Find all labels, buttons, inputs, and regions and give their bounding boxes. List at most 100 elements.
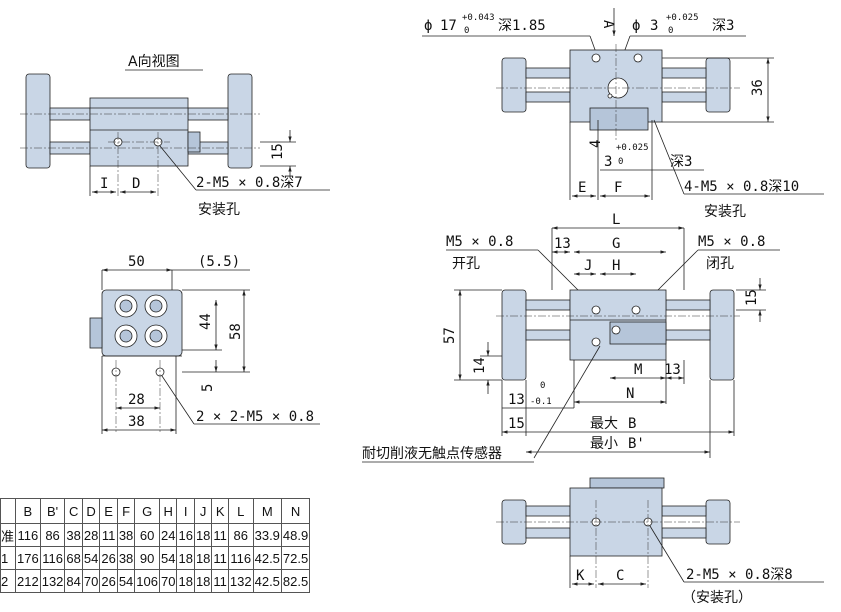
dim-e: E (578, 180, 586, 196)
table-cell: 176 (15, 546, 41, 570)
dim-j: J (584, 258, 592, 274)
dim-44: 44 (198, 313, 214, 330)
table-cell: 18 (176, 546, 195, 570)
table-cell: 11 (99, 523, 118, 547)
table-cell: 68 (64, 546, 83, 570)
dim-15: 15 (270, 143, 286, 160)
table-header: G (134, 498, 160, 524)
top-mount-note-label: 安装孔 (704, 204, 746, 220)
dim-l: L (612, 212, 620, 228)
table-header: B (15, 498, 41, 524)
dim-g: G (612, 236, 620, 252)
dim-13c-tol-minus: -0.1 (530, 397, 552, 407)
table-cell: 48.9 (280, 523, 311, 547)
close-port-spec: M5 × 0.8 (698, 234, 765, 250)
front-view: L 13 G M5 × 0.8 开孔 M5 × 0.8 闭孔 J H (362, 212, 780, 463)
dim-phi3: 3 (650, 18, 658, 34)
table-cell: 84 (64, 569, 83, 593)
dim-5-5: (5.5) (198, 254, 240, 270)
table-cell: 18 (193, 569, 213, 593)
min-label: 最小 (590, 436, 618, 452)
table-cell: 18 (193, 546, 213, 570)
phi-symbol: ϕ (424, 18, 432, 34)
right-jaw (227, 73, 253, 169)
table-cell: 116 (39, 546, 66, 570)
open-port-spec: M5 × 0.8 (446, 234, 513, 250)
end-view: 50 (5.5) 44 58 5 28 38 2 × 2-M5 × 0.8 (89, 254, 320, 434)
front-view-sensor (609, 321, 667, 345)
table-header: K (211, 498, 229, 524)
phi17-tol-plus: +0.043 (462, 13, 495, 23)
table-cell: 70 (81, 569, 101, 593)
dim-5: 5 (200, 384, 216, 392)
mount-note: 2-M5 × 0.8深7 (196, 175, 303, 191)
table-header: J (193, 498, 213, 524)
bottom-mount-note-label: （安装孔） (682, 590, 752, 606)
phi3-symbol: ϕ (632, 18, 640, 34)
table-cell: 16 (176, 523, 195, 547)
table-cell: 33.9 (252, 523, 282, 547)
view-a-body (89, 97, 189, 167)
table-row: 2 212 132 84 70 26 54 106 70 18 18 11 13… (0, 569, 311, 593)
table-header: D (81, 498, 101, 524)
dim-36: 36 (750, 79, 766, 96)
table-cell: 54 (116, 569, 136, 593)
table-cell: 11 (211, 546, 229, 570)
dim-13c: 13 (508, 392, 525, 408)
dim-58: 58 (228, 323, 244, 340)
table-cell: 86 (39, 523, 66, 547)
mount-note-label: 安装孔 (198, 202, 240, 218)
table-header: C (64, 498, 83, 524)
phi17-tol-zero: 0 (464, 26, 469, 36)
table-cell: 38 (64, 523, 83, 547)
table-cell: 116 (227, 546, 254, 570)
table-header: M (252, 498, 282, 524)
dim-57: 57 (442, 327, 458, 344)
table-cell: 72.5 (280, 546, 311, 570)
dim-c: C (616, 568, 624, 584)
dim-m: M (634, 362, 642, 378)
close-port-label: 闭孔 (706, 256, 734, 272)
max-b: B (628, 416, 636, 432)
dim3-tol-zero: 0 (618, 157, 623, 167)
table-row: 1 176 116 68 54 26 38 90 54 18 18 11 116… (0, 546, 311, 570)
bottom-mount-note: 2-M5 × 0.8深8 (686, 567, 793, 583)
depth-185: 深1.85 (498, 18, 546, 34)
dim-14: 14 (472, 357, 488, 374)
dim-28: 28 (128, 392, 145, 408)
phi3-tol-zero: 0 (668, 26, 673, 36)
table-cell: 82.5 (280, 569, 311, 593)
table-cell: 212 (15, 569, 41, 593)
bottom-view: K C 2-M5 × 0.8深8 （安装孔） (496, 477, 824, 606)
table-header (0, 498, 17, 524)
depth-3: 深3 (712, 18, 734, 34)
dim-f: F (614, 180, 622, 196)
max-label: 最大 (590, 416, 618, 432)
table-header: L (227, 498, 254, 524)
open-port-label: 开孔 (452, 256, 480, 272)
dim-n: N (626, 386, 634, 402)
table-cell: 70 (158, 569, 178, 593)
dim-i: I (100, 176, 108, 192)
table-header: E (99, 498, 118, 524)
table-row: 准 116 86 38 28 11 38 60 24 16 18 11 86 3… (0, 523, 311, 547)
view-a-title: A向视图 (128, 54, 180, 70)
table-cell: 38 (116, 523, 136, 547)
table-header: N (280, 498, 311, 524)
table-cell: 42.5 (252, 546, 282, 570)
table-cell: 60 (134, 523, 160, 547)
table-header: F (116, 498, 136, 524)
table-cell: 18 (193, 523, 213, 547)
view-a: A向视图 I D 15 2-M5 × 0.8深7 (20, 54, 330, 218)
table-cell: 26 (99, 569, 118, 593)
dim-38: 38 (128, 414, 145, 430)
table-cell: 1 (0, 546, 17, 570)
dim-k: K (576, 568, 585, 584)
table-cell: 38 (116, 546, 136, 570)
table-header: I (176, 498, 195, 524)
table-header: H (158, 498, 178, 524)
table-cell: 106 (134, 569, 160, 593)
table-cell: 132 (39, 569, 66, 593)
dim-h: H (612, 258, 620, 274)
